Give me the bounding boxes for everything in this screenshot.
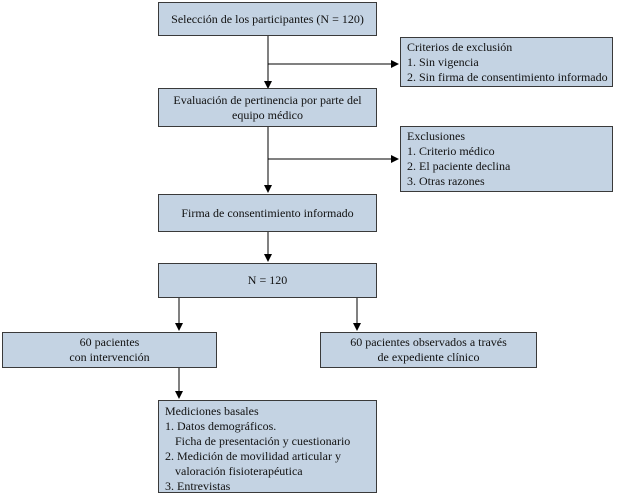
intervencion-box: 60 pacientes con intervención xyxy=(2,332,217,368)
mediciones-line: Ficha de presentación y cuestionario xyxy=(175,434,351,448)
intervencion-label-line1: 60 pacientes xyxy=(79,335,140,349)
intervencion-label-line2: con intervención xyxy=(69,350,150,364)
exclusiones-box: Exclusiones 1. Criterio médico 2. El pac… xyxy=(400,126,613,192)
seleccion-box: Selección de los participantes (N = 120) xyxy=(158,2,377,36)
firma-box: Firma de consentimiento informado xyxy=(158,194,377,232)
exclusiones-item: 2. El paciente declina xyxy=(407,159,511,173)
criterios-item: 2. Sin firma de consentimiento informado xyxy=(407,70,608,84)
criterios-title: Criterios de exclusión xyxy=(407,40,513,54)
exclusiones-item: 1. Criterio médico xyxy=(407,144,495,158)
mediciones-line: 2. Medición de movilidad articular y xyxy=(165,449,341,463)
criterios-exclusion-box: Criterios de exclusión 1. Sin vigencia 2… xyxy=(400,37,613,87)
exclusiones-item: 3. Otras razones xyxy=(407,174,485,188)
mediciones-box: Mediciones basales 1. Datos demográficos… xyxy=(158,400,377,493)
evaluacion-box: Evaluación de pertinencia por parte del … xyxy=(158,88,377,127)
mediciones-title: Mediciones basales xyxy=(165,404,259,418)
observados-label-line2: de expediente clínico xyxy=(377,350,480,364)
mediciones-line: 3. Entrevistas xyxy=(165,479,231,493)
mediciones-line: 1. Datos demográficos. xyxy=(165,419,277,433)
seleccion-label: Selección de los participantes (N = 120) xyxy=(171,11,364,26)
evaluacion-label-line1: Evaluación de pertinencia por parte del xyxy=(173,92,362,107)
criterios-item: 1. Sin vigencia xyxy=(407,55,479,69)
n-box: N = 120 xyxy=(158,263,377,298)
evaluacion-label-line2: equipo médico xyxy=(232,107,303,122)
observados-box: 60 pacientes observados a través de expe… xyxy=(320,332,537,368)
exclusiones-title: Exclusiones xyxy=(407,129,465,143)
observados-label-line1: 60 pacientes observados a través xyxy=(350,335,507,349)
mediciones-line: valoración fisioterapéutica xyxy=(175,464,303,478)
n-label: N = 120 xyxy=(247,273,288,287)
firma-label: Firma de consentimiento informado xyxy=(181,205,354,220)
